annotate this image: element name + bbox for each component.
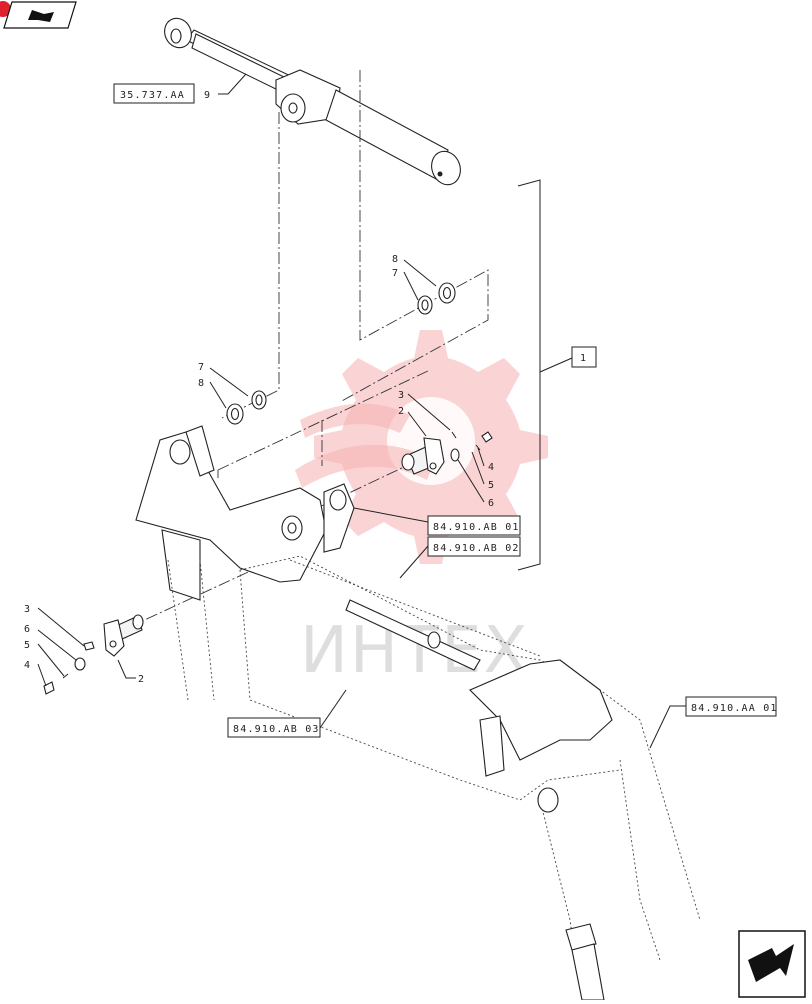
ref-boom-label: 84.910.AA 01 <box>691 703 778 714</box>
item-7-top: 7 <box>392 268 398 279</box>
ref-box-cylinder[interactable]: 35.737.AA <box>113 83 195 104</box>
watermark-text: ИНТЕХ <box>300 614 529 688</box>
ref-box-pin-3[interactable]: 84.910.AB 03 <box>227 717 321 738</box>
item-6-left: 6 <box>24 624 30 635</box>
ref-box-pin-2[interactable]: 84.910.AB 02 <box>427 536 521 557</box>
washer-6-left <box>74 657 86 671</box>
ref-box-boom[interactable]: 84.910.AA 01 <box>685 696 778 717</box>
back-arrow-icon[interactable] <box>0 1 77 29</box>
ref-pin-3-label: 84.910.AB 03 <box>233 724 320 735</box>
item-5-right: 5 <box>488 480 494 491</box>
washer-pair-middle <box>226 390 267 425</box>
ref-box-pin-1[interactable]: 84.910.AB 01 <box>427 515 521 536</box>
item-9: 9 <box>204 90 210 101</box>
item-4-right: 4 <box>488 462 494 473</box>
ref-pin-1-label: 84.910.AB 01 <box>433 522 520 533</box>
hydraulic-cylinder <box>164 17 461 186</box>
leader-lines <box>37 73 686 749</box>
ref-cylinder-label: 35.737.AA <box>120 90 185 101</box>
bolt-3-right <box>451 431 457 439</box>
item-5-left: 5 <box>24 640 30 651</box>
item-2-right: 2 <box>398 406 404 417</box>
item-2-left: 2 <box>138 674 144 685</box>
bolt-3-left <box>83 641 95 651</box>
pin-group-right <box>401 431 493 475</box>
bolt-4-left <box>43 681 55 695</box>
ref-box-assembly[interactable]: 1 <box>571 346 597 368</box>
assembly-bracket <box>517 179 573 571</box>
item-3-left: 3 <box>24 604 30 615</box>
assembly-label: 1 <box>580 353 587 364</box>
pin-group-left <box>43 614 144 695</box>
item-8-top: 8 <box>392 254 398 265</box>
item-8-mid: 8 <box>198 378 204 389</box>
washer-6-right <box>450 448 460 462</box>
boom-structure <box>135 425 701 1001</box>
bolt-4-right <box>481 431 493 443</box>
item-6-right: 6 <box>488 498 494 509</box>
washer-pair-top <box>417 282 456 315</box>
item-7-mid: 7 <box>198 362 204 373</box>
item-4-left: 4 <box>24 660 30 671</box>
item-3-right: 3 <box>398 390 404 401</box>
ref-pin-2-label: 84.910.AB 02 <box>433 543 520 554</box>
next-arrow-icon[interactable] <box>738 930 806 998</box>
